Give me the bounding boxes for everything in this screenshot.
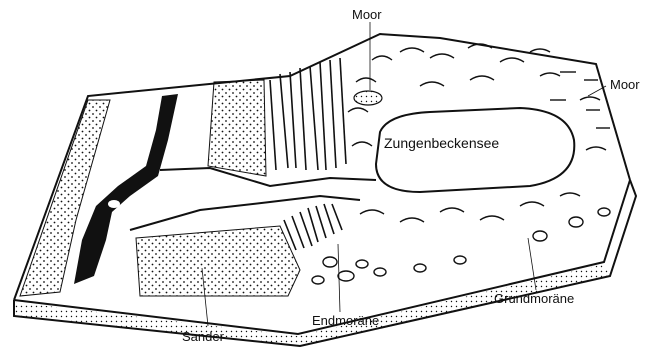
lower-sander-plain (136, 226, 300, 296)
label-grundmoraene: Grundmoräne (494, 292, 574, 305)
upper-moraine-hatching (270, 58, 346, 170)
small-moor-patch (354, 91, 382, 105)
upper-sander-plain (208, 80, 266, 176)
label-moor-right: Moor (610, 78, 640, 91)
label-endmoraene: Endmoräne (312, 314, 379, 327)
moraine-boulders (312, 208, 610, 284)
label-lake: Zungenbeckensee (384, 136, 499, 150)
label-moor-top: Moor (352, 8, 382, 21)
label-sander: Sander (182, 330, 224, 343)
river-island (108, 200, 120, 208)
end-moraine-hatching (284, 204, 342, 250)
